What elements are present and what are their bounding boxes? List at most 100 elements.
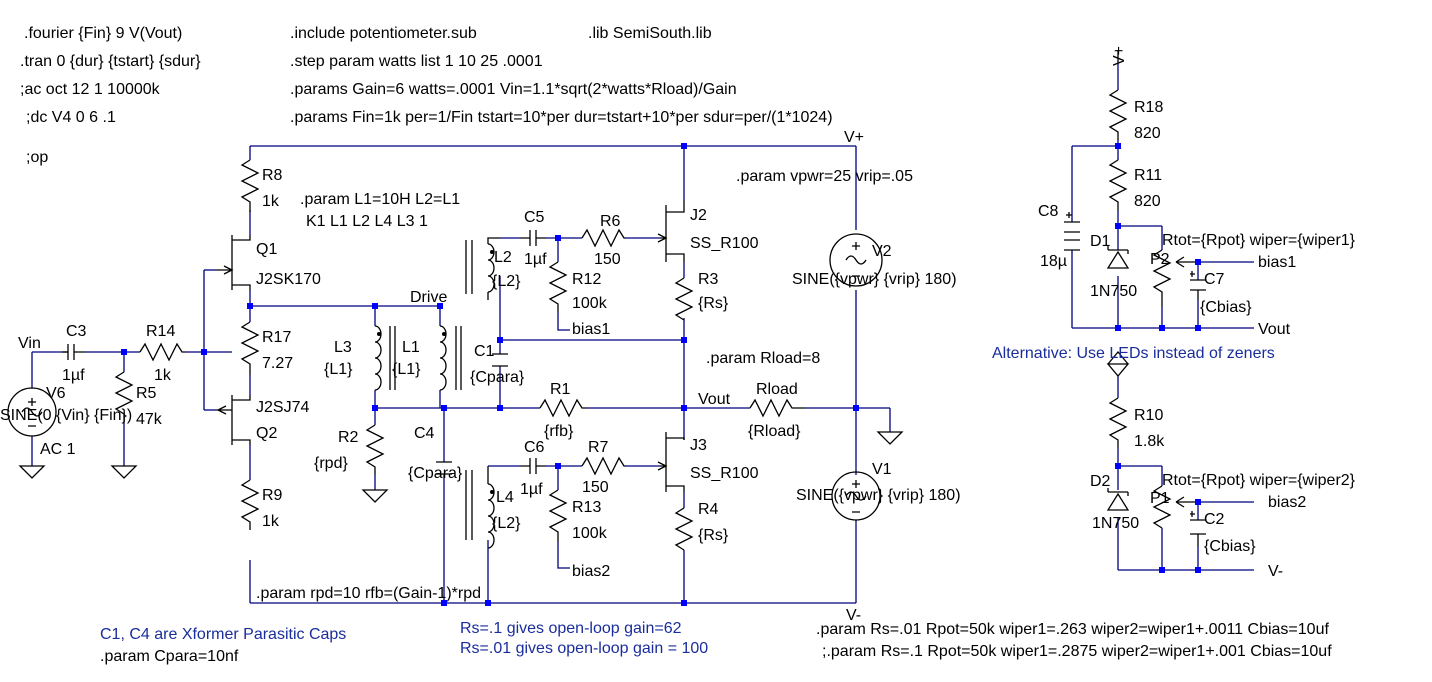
r17-name: R17	[262, 329, 291, 346]
r5-symbol	[114, 371, 134, 420]
c7-value: {Cbias}	[1200, 299, 1252, 316]
r1-value: {rfb}	[544, 423, 574, 440]
v6-name: V6	[46, 385, 66, 402]
net-vout-right: Vout	[1258, 321, 1291, 338]
r12-symbol	[548, 261, 568, 312]
r3-name: R3	[698, 271, 719, 288]
r13-value: 100k	[572, 525, 608, 542]
comments: C1, C4 are Xformer Parasitic Caps Rs=.1 …	[100, 345, 1275, 657]
comment-gain100: Rs=.01 gives open-loop gain = 100	[460, 640, 708, 657]
ground-rload	[876, 431, 904, 445]
component-symbols	[7, 50, 1206, 551]
directive-fourier: .fourier {Fin} 9 V(Vout)	[24, 25, 182, 42]
directive-params1: .params Gain=6 watts=.0001 Vin=1.1*sqrt(…	[290, 81, 737, 98]
d1-name: D1	[1090, 233, 1111, 250]
r6-symbol	[581, 228, 626, 248]
q2-name: Q2	[256, 425, 277, 442]
c4-symbol	[436, 461, 452, 475]
c8-value: 18µ	[1040, 253, 1067, 270]
net-bias1-driver: bias1	[572, 321, 610, 338]
v6-symbol	[7, 387, 57, 437]
c2-name: C2	[1204, 511, 1225, 528]
l1-symbol	[439, 325, 462, 391]
p1-symbol	[1152, 485, 1196, 529]
v1-symbol	[831, 471, 881, 521]
rload-symbol	[749, 398, 806, 418]
net-bias2-driver: bias2	[572, 563, 610, 580]
v1-name: V1	[872, 461, 892, 478]
l2-name: L2	[494, 249, 512, 266]
l3-name: L3	[334, 339, 352, 356]
wires	[31, 62, 1254, 604]
l4-symbol	[465, 466, 495, 549]
r17-value: 7.27	[262, 355, 293, 372]
directive-lib: .lib SemiSouth.lib	[588, 25, 712, 42]
comment-parasitic: C1, C4 are Xformer Parasitic Caps	[100, 626, 346, 643]
q2-symbol	[216, 395, 251, 445]
r7-name: R7	[588, 439, 609, 456]
j2-value: SS_R100	[690, 235, 759, 252]
c2-value: {Cbias}	[1204, 538, 1256, 555]
p2-symbol	[1152, 249, 1196, 306]
r18-value: 820	[1134, 125, 1161, 142]
r9-value: 1k	[262, 513, 280, 530]
directive-param-vpwr: .param vpwr=25 vrip=.05	[736, 168, 913, 185]
r7-symbol	[581, 456, 626, 476]
v6-value: SINE(0 {Vin} {Fin})	[0, 407, 132, 424]
r4-symbol	[674, 507, 694, 551]
directive-coupling: K1 L1 L2 L4 L3 1	[306, 213, 428, 230]
r5-value: 47k	[136, 411, 163, 428]
directive-step: .step param watts list 1 10 25 .0001	[290, 53, 543, 70]
net-bias1-block: bias1	[1258, 254, 1296, 271]
c3-name: C3	[66, 323, 87, 340]
j3-value: SS_R100	[690, 465, 759, 482]
r6-name: R6	[600, 213, 621, 230]
c6-symbol	[520, 458, 546, 474]
l2-value: {L2}	[492, 273, 521, 290]
c6-value: 1µf	[520, 481, 543, 498]
r11-value: 820	[1134, 193, 1161, 210]
c6-name: C6	[524, 439, 545, 456]
r4-value: {Rs}	[698, 527, 729, 544]
r8-value: 1k	[262, 193, 280, 210]
j3-symbol	[657, 432, 685, 492]
r7-value: 150	[582, 479, 609, 496]
c1-symbol	[492, 353, 508, 367]
l4-value: {L2}	[492, 515, 521, 532]
r14-name: R14	[146, 323, 175, 340]
d2-symbol	[1106, 488, 1130, 511]
c1-value: {Cpara}	[470, 369, 525, 386]
comment-alternative: Alternative: Use LEDs instead of zeners	[992, 345, 1275, 362]
ground-v6	[18, 465, 46, 479]
directive-param-rpd: .param rpd=10 rfb=(Gain-1)*rpd	[256, 585, 481, 602]
net-vminus-right: V-	[1268, 563, 1283, 580]
d2-value: 1N750	[1092, 515, 1139, 532]
l2-symbol	[465, 237, 500, 300]
rload-value: {Rload}	[748, 423, 801, 440]
directive-op: ;op	[26, 149, 48, 166]
l3-value: {L1}	[324, 361, 353, 378]
p1-name: P1	[1150, 490, 1170, 507]
net-vin: Vin	[18, 335, 41, 352]
d2-name: D2	[1090, 473, 1111, 490]
junctions	[121, 143, 1201, 606]
v2-symbol	[829, 233, 883, 287]
v2-value: SINE({vpwr} {vrip} 180)	[792, 271, 957, 288]
c4-value: {Cpara}	[408, 465, 463, 482]
r2-name: R2	[338, 429, 359, 446]
c5-symbol	[520, 230, 546, 246]
c5-name: C5	[524, 209, 545, 226]
net-vplus-top: V+	[844, 129, 864, 146]
rload-name: Rload	[756, 381, 798, 398]
r18-name: R18	[1134, 99, 1163, 116]
directive-tran: .tran 0 {dur} {tstart} {sdur}	[20, 53, 201, 70]
net-vplus-right: V+	[1111, 46, 1128, 66]
comment-gain62: Rs=.1 gives open-loop gain=62	[460, 620, 682, 637]
directive-params2: .params Fin=1k per=1/Fin tstart=10*per d…	[290, 109, 833, 126]
c5-value: 1µf	[524, 251, 547, 268]
j2-symbol	[657, 200, 685, 262]
c8-symbol	[1064, 212, 1080, 251]
r8-symbol	[240, 159, 260, 212]
r1-symbol	[539, 398, 588, 418]
r18-symbol	[1108, 89, 1128, 140]
